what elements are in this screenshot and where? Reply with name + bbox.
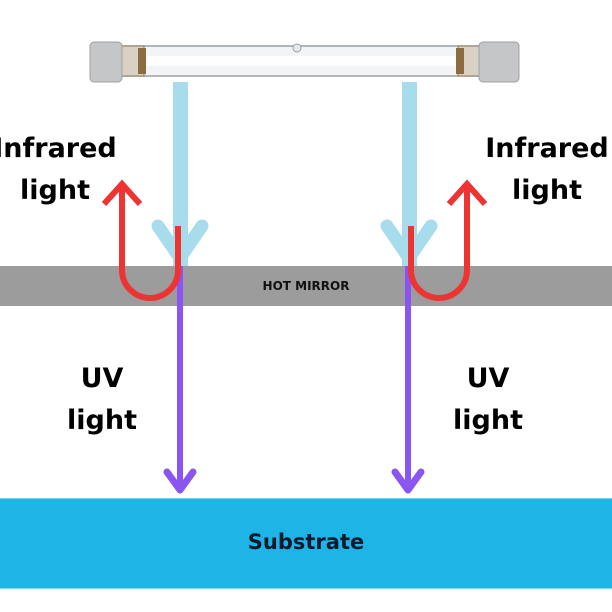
uv-label-left-line1: UV xyxy=(80,363,124,394)
uv-beam-right xyxy=(391,266,425,494)
lamp-cap-right xyxy=(478,41,520,83)
uv-label-left-line2: light xyxy=(67,405,137,436)
uv-lamp xyxy=(89,41,520,83)
uv-label-right-line1: UV xyxy=(466,363,510,394)
hot-mirror xyxy=(0,266,612,306)
substrate-layer xyxy=(0,498,612,589)
uv-label-left: UV light xyxy=(42,358,162,442)
uv-beam-left xyxy=(163,266,197,494)
infrared-reflection-left xyxy=(101,179,181,301)
infrared-label-left-line1: Infrared xyxy=(0,133,117,164)
infrared-reflection-right xyxy=(408,179,488,301)
uv-label-right-line2: light xyxy=(453,405,523,436)
lamp-cap-left xyxy=(89,41,123,83)
infrared-label-right-line2: light xyxy=(512,175,582,206)
infrared-label-left: Infrared light xyxy=(0,128,170,212)
substrate-label: Substrate xyxy=(247,530,365,554)
hot-mirror-label: HOT MIRROR xyxy=(262,279,350,293)
infrared-label-right-line1: Infrared xyxy=(485,133,609,164)
infrared-label-left-line2: light xyxy=(20,175,90,206)
infrared-label-right: Infrared light xyxy=(432,128,612,212)
uv-label-right: UV light xyxy=(428,358,548,442)
